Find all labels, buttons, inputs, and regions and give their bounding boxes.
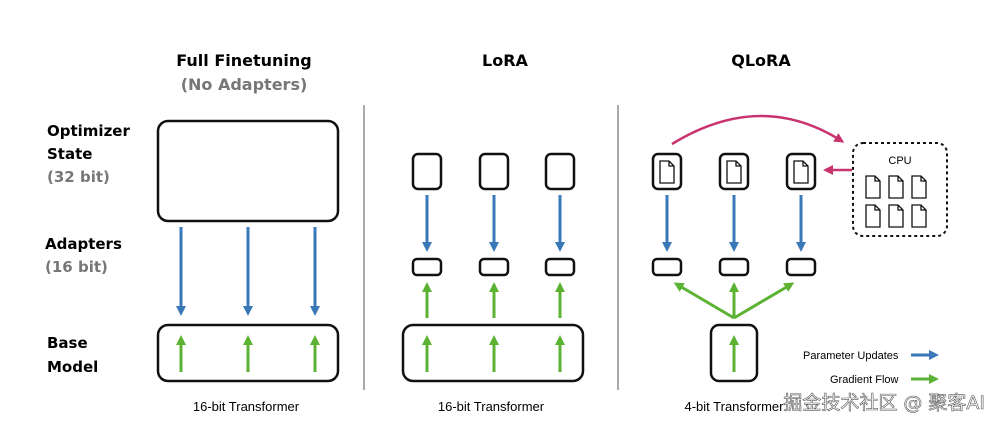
qlora-footer: 4-bit Transformer	[685, 399, 785, 414]
document-icon	[911, 204, 927, 228]
row-label-optimizer: Optimizer	[47, 122, 130, 140]
lora-optimizer-box-3	[544, 152, 576, 191]
qlora-optimizer-box-3	[785, 152, 817, 191]
lora-footer: 16-bit Transformer	[438, 399, 545, 414]
full-finetuning-title: Full Finetuning	[176, 51, 311, 70]
qlora-adapter-box-2	[718, 257, 750, 277]
row-label-adapters: Adapters	[45, 235, 122, 253]
qlora-adapter-box-1	[651, 257, 683, 277]
row-label-base: Base	[47, 334, 88, 352]
row-label-optimizer-bits: (32 bit)	[47, 168, 110, 186]
cpu-pages	[865, 175, 927, 228]
full-footer: 16-bit Transformer	[193, 399, 300, 414]
row-label-state: State	[47, 145, 92, 163]
document-icon	[865, 175, 881, 199]
lora-adapter-box-2	[478, 257, 510, 277]
qlora-adapter-box-3	[785, 257, 817, 277]
row-label-model: Model	[47, 358, 98, 376]
document-icon	[865, 204, 881, 228]
document-icon	[726, 160, 742, 184]
qlora-optimizer-box-1	[651, 152, 683, 191]
full-finetuning-subtitle: (No Adapters)	[181, 75, 308, 94]
full-optimizer-state-box	[156, 119, 340, 223]
qlora-gradient-fan-left	[673, 282, 735, 320]
cpu-label: CPU	[888, 155, 911, 167]
lora-optimizer-box-1	[411, 152, 443, 191]
row-label-adapters-bits: (16 bit)	[45, 258, 108, 276]
document-icon	[659, 160, 675, 184]
legend-gradient-flow-label: Gradient Flow	[830, 374, 899, 386]
lora-adapter-box-3	[544, 257, 576, 277]
document-icon	[888, 175, 904, 199]
cpu-box	[852, 142, 948, 237]
qlora-optimizer-box-2	[718, 152, 750, 191]
watermark-text: 掘金技术社区 @ 聚客AI	[783, 392, 985, 414]
document-icon	[911, 175, 927, 199]
lora-title: LoRA	[482, 51, 529, 70]
qlora-title: QLoRA	[731, 51, 791, 70]
qlora-gradient-fan-right	[733, 282, 795, 320]
lora-adapter-box-1	[411, 257, 443, 277]
lora-optimizer-box-2	[478, 152, 510, 191]
legend-param-updates-label: Parameter Updates	[803, 350, 899, 362]
document-icon	[793, 160, 809, 184]
qlora-page-out-arrow	[671, 114, 845, 146]
document-icon	[888, 204, 904, 228]
